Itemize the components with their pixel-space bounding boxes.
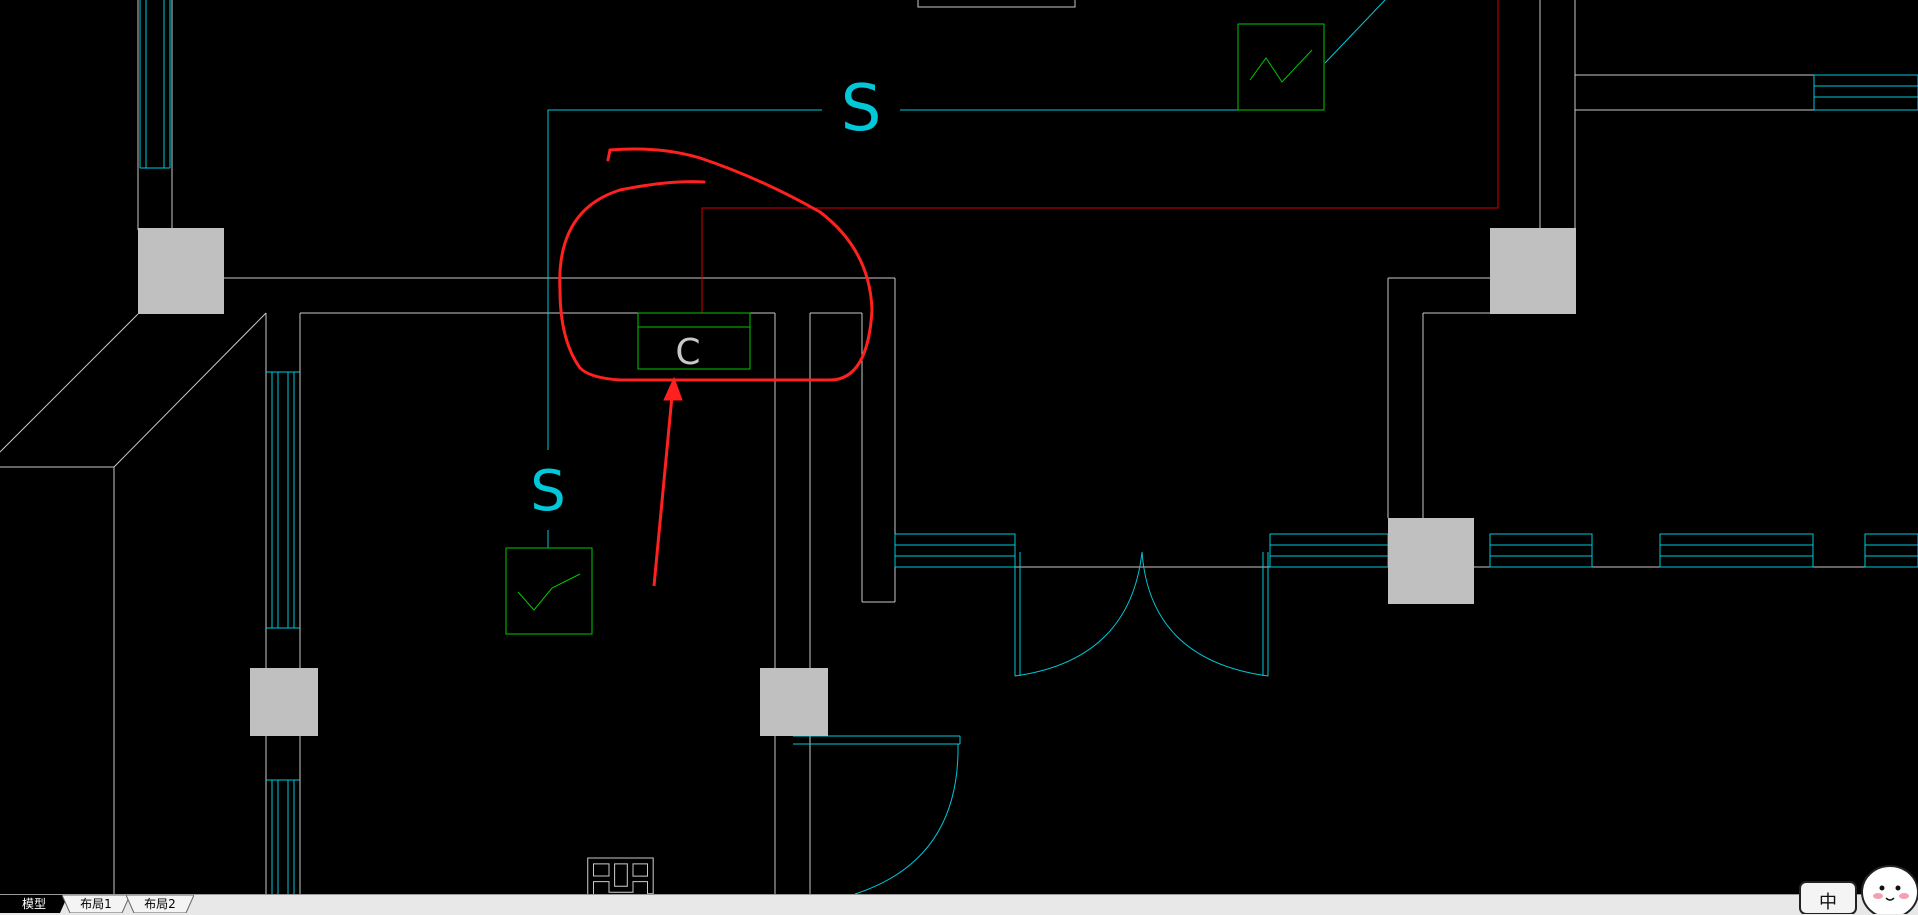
svg-text:S: S: [841, 72, 882, 146]
fixtures: [505, 23, 1325, 635]
svg-text:C: C: [675, 332, 700, 373]
svg-text:S: S: [530, 459, 566, 524]
red-wire: [701, 0, 1499, 313]
box-label[interactable]: C: [675, 332, 700, 373]
tab-shape: [0, 895, 68, 913]
red-annotation-circle: [558, 147, 874, 382]
tab-layout1[interactable]: 布局1: [62, 895, 130, 913]
svg-text:中: 中: [1819, 892, 1837, 913]
switch-label-top[interactable]: S: [841, 72, 882, 146]
tab-layout2-label: 布局2: [144, 897, 176, 911]
tab-model-label: 模型: [21, 897, 46, 911]
tab-layout1-label: 布局1: [80, 897, 112, 911]
columns: [138, 228, 1576, 736]
tab-model[interactable]: 模型: [0, 895, 68, 913]
red-annotation-arrow: [652, 376, 683, 587]
walls: [0, 0, 1918, 894]
tab-layout2[interactable]: 布局2: [126, 895, 194, 913]
layout-tab-bar: 模型 布局1 布局2: [0, 894, 1918, 915]
tab-shape: [62, 895, 130, 913]
tab-shape: [126, 895, 194, 913]
windows: [139, 0, 1918, 894]
room-text: 卧: [571, 850, 665, 895]
switch-label-left[interactable]: S: [530, 459, 566, 524]
mascot-sticker-icon: 中: [1799, 865, 1918, 914]
cad-drawing-canvas[interactable]: S S C 卧: [0, 0, 1918, 894]
svg-text:卧: 卧: [571, 850, 664, 894]
